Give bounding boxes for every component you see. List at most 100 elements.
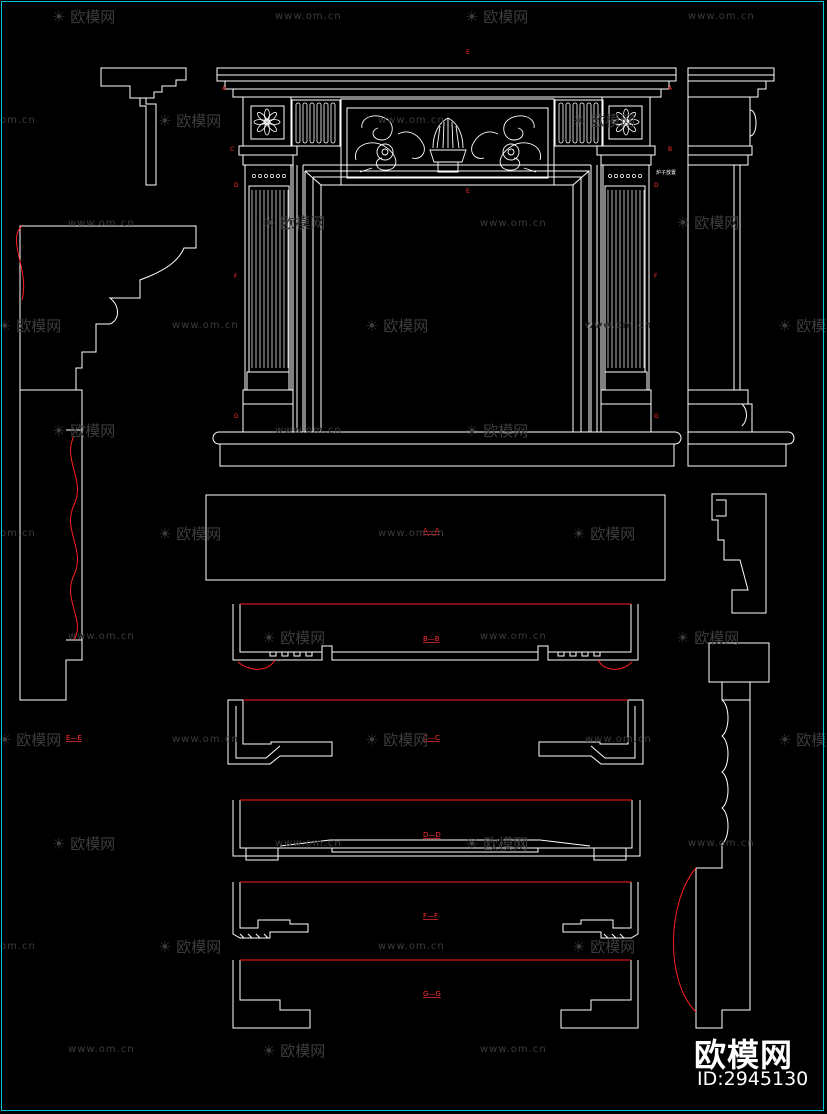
right-mark-2: B — [668, 146, 672, 153]
right-mark-4: F — [654, 273, 658, 280]
right-mark-5: G — [654, 413, 659, 420]
watermark-url: www.om.cn — [688, 11, 755, 22]
pilaster-flutes — [251, 174, 645, 368]
section-f-f — [232, 882, 639, 939]
watermark-brand: ☀ 欧模网 — [676, 214, 740, 232]
rosette-petal — [625, 112, 636, 123]
rosette-petal — [253, 119, 267, 125]
watermark-url: www.om.cn — [275, 11, 342, 22]
rosette-petal — [616, 121, 627, 132]
watermark-brand: ☀ 欧模网 — [465, 835, 529, 853]
bead-dot — [264, 174, 268, 178]
watermark-url: www.om.cn — [480, 631, 547, 642]
section-a-a — [205, 494, 666, 581]
watermark-brand: ☀ 欧模网 — [572, 938, 636, 956]
watermark-url: www.om.cn — [68, 1044, 135, 1055]
label-a-a: A—A — [423, 527, 440, 535]
right-tall-profile — [695, 642, 770, 1029]
left-mark-3: D — [234, 182, 239, 189]
watermark-brand: ☀ 欧模网 — [158, 112, 222, 130]
rosette-petal — [625, 121, 636, 132]
elevation-mark-top: E — [466, 49, 470, 56]
front-elevation — [212, 67, 682, 467]
stove-callout: 炉子放置 — [656, 169, 676, 176]
watermark-url: www.om.cn — [378, 528, 445, 539]
watermark-brand: ☀ 欧模网 — [778, 317, 827, 335]
watermark-brand: ☀ 欧模网 — [262, 214, 326, 232]
watermark-brand: ☀ 欧模网 — [0, 317, 62, 335]
watermark-url: www.om.cn — [68, 218, 135, 229]
watermark-brand: ☀ 欧模网 — [158, 525, 222, 543]
bead-dot — [638, 174, 642, 178]
elevation-mark-mid: E — [466, 188, 470, 195]
watermark-url: www.om.cn — [585, 734, 652, 745]
watermark-brand: ☀ 欧模网 — [676, 629, 740, 647]
left-large-section — [19, 225, 197, 701]
left-mark-4: F — [234, 273, 238, 280]
watermark-url: www.om.cn — [275, 425, 342, 436]
center-scroll-ornament — [355, 115, 541, 173]
label-f-f: F—F — [423, 912, 438, 920]
watermark-url: www.om.cn — [480, 218, 547, 229]
watermark-url: om.cn — [0, 115, 36, 126]
bead-dot — [626, 174, 630, 178]
rosette-petal — [266, 112, 277, 123]
watermark-url: www.om.cn — [688, 838, 755, 849]
section-c-c — [227, 699, 644, 765]
section-b-b-red — [237, 603, 633, 670]
watermark-url: www.om.cn — [172, 320, 239, 331]
rosette-petal — [257, 112, 268, 123]
rosette-petal — [612, 119, 626, 125]
rosette-petal — [267, 119, 281, 125]
rosette-petal — [623, 122, 629, 136]
rosette-petal — [264, 108, 270, 122]
rosette-petal — [626, 119, 640, 125]
watermark-brand: ☀ 欧模网 — [158, 938, 222, 956]
watermark-brand: ☀ 欧模网 — [52, 835, 116, 853]
label-c-c: C—C — [423, 734, 440, 742]
label-g-g: G—G — [423, 990, 441, 998]
watermark-url: www.om.cn — [68, 631, 135, 642]
bead-dot — [270, 174, 274, 178]
rosette-petal — [264, 122, 270, 136]
watermark-url: www.om.cn — [275, 838, 342, 849]
bead-dot — [608, 174, 612, 178]
watermark-url: www.om.cn — [378, 941, 445, 952]
bead-dot — [276, 174, 280, 178]
rosette-petal — [266, 121, 277, 132]
left-large-section-red — [15, 225, 78, 641]
side-elevation — [687, 67, 795, 467]
watermark-brand: ☀ 欧模网 — [465, 8, 529, 26]
bead-dot — [632, 174, 636, 178]
right-mark-3: D — [654, 182, 659, 189]
section-g-g — [232, 960, 639, 1029]
rosette-petal — [616, 112, 627, 123]
watermark-brand: ☀ 欧模网 — [572, 112, 636, 130]
watermark-url: www.om.cn — [585, 320, 652, 331]
bead-dot — [614, 174, 618, 178]
watermark-brand: ☀ 欧模网 — [778, 731, 827, 749]
right-tall-profile-red — [673, 867, 697, 1013]
watermark-brand: ☀ 欧模网 — [572, 525, 636, 543]
rosette-carvings — [253, 108, 640, 136]
label-e-e: E—E — [66, 734, 82, 742]
watermark-brand: ☀ 欧模网 — [365, 731, 429, 749]
label-d-d: D—D — [423, 831, 441, 839]
left-mark-1: A — [222, 85, 227, 92]
watermark-brand: ☀ 欧模网 — [262, 629, 326, 647]
bead-dot — [252, 174, 256, 178]
brand-watermark: 欧模网 — [694, 1036, 794, 1074]
watermark-url: www.om.cn — [480, 1044, 547, 1055]
section-b-b — [232, 604, 639, 661]
right-mark-1: A — [668, 85, 673, 92]
watermark-brand: ☀ 欧模网 — [262, 1042, 326, 1060]
watermark-brand: ☀ 欧模网 — [365, 317, 429, 335]
watermark-brand: ☀ 欧模网 — [465, 422, 529, 440]
rosette-center — [263, 118, 271, 126]
left-mark-2: C — [230, 146, 234, 153]
rosette-petal — [257, 121, 268, 132]
watermark-brand: ☀ 欧模网 — [52, 422, 116, 440]
watermark-url: om.cn — [0, 528, 36, 539]
